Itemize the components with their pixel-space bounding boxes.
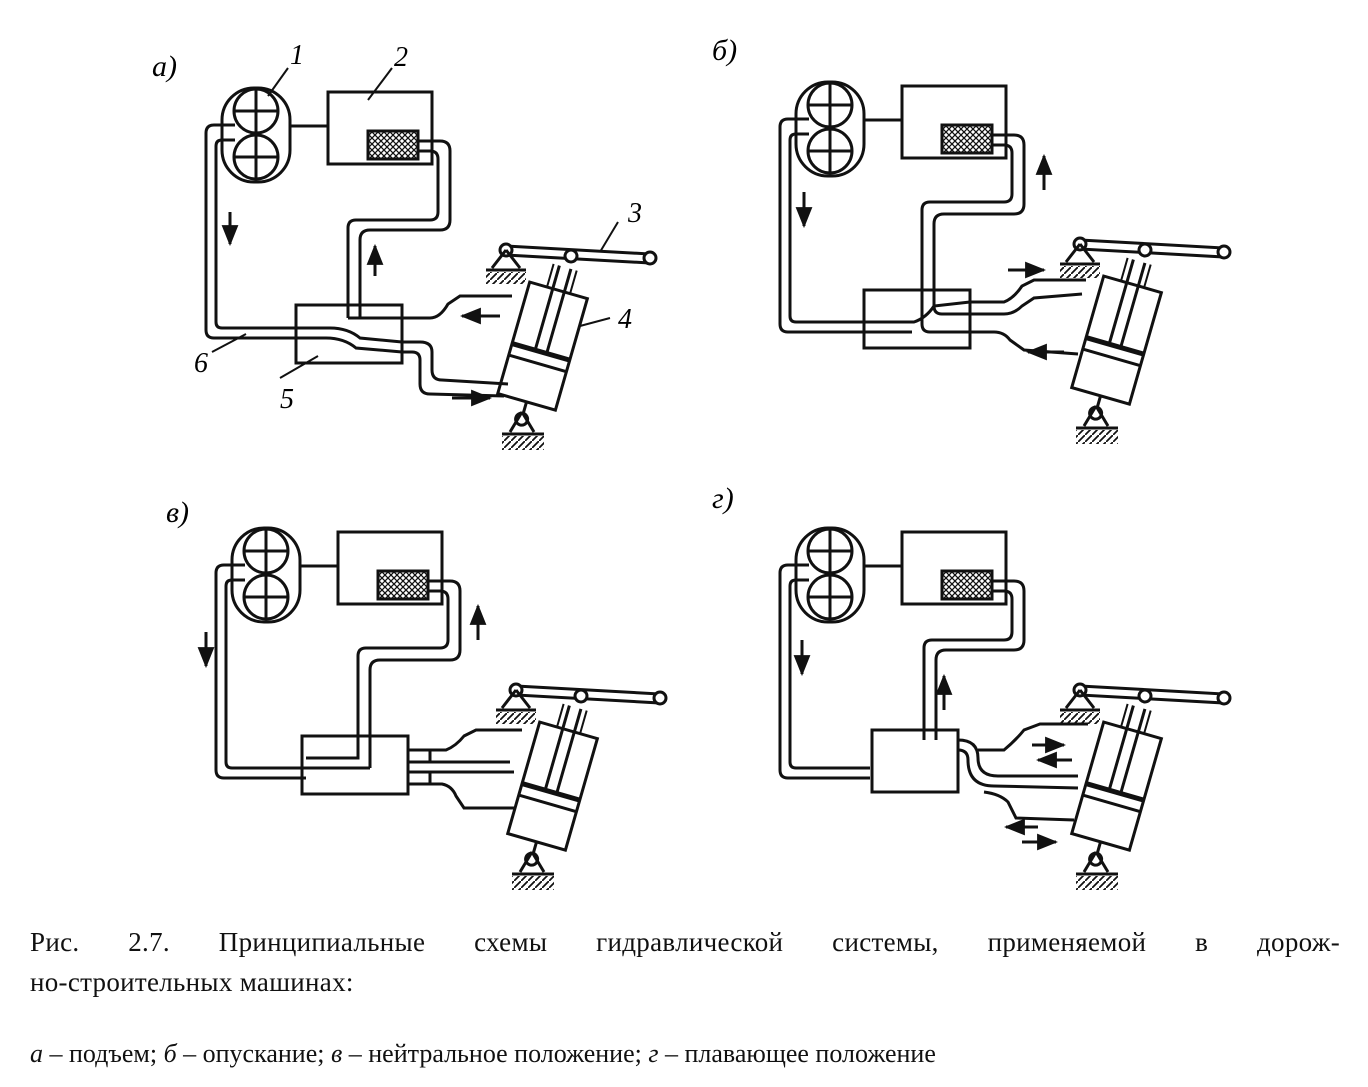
figure-caption-line-1: Рис. 2.7. Принципиальные схемы гидравлич… <box>30 927 1340 957</box>
part-number-5: 5 <box>280 384 294 415</box>
leader-lines <box>211 67 619 379</box>
panel-label: г) <box>712 482 734 515</box>
distributor-valve <box>300 734 410 796</box>
part-number-6: 6 <box>194 348 208 379</box>
legend-text-b: – опускание; <box>176 1039 331 1068</box>
panel-a: а) 1 2 3 4 5 6 <box>152 40 656 450</box>
part-number-4: 4 <box>618 304 632 335</box>
legend-key-v: в <box>330 1039 343 1068</box>
legend-key-b: б <box>163 1039 177 1068</box>
panel-b: б) <box>712 34 1230 444</box>
panel-g: г) <box>712 482 1230 890</box>
legend-text-a: – подъем; <box>43 1039 164 1068</box>
legend-text-v: – нейтральное положение; <box>342 1039 649 1068</box>
legend-key-a: а <box>30 1039 43 1068</box>
part-number-1: 1 <box>290 40 304 71</box>
panel-label: б) <box>712 34 737 67</box>
part-number-3: 3 <box>627 198 642 229</box>
figure-caption-line-2: но-строительных машинах: <box>30 967 354 997</box>
hydraulic-schemes-diagram: а) 1 2 3 4 5 6 б <box>152 34 1368 900</box>
distributor-valve <box>862 288 972 350</box>
distributor-valve <box>870 728 960 794</box>
figure-legend: а – подъем; б – опускание; в – нейтральн… <box>30 1034 1350 1074</box>
panel-label: в) <box>166 496 189 529</box>
panel-v: в) <box>166 496 666 890</box>
part-number-2: 2 <box>394 42 408 73</box>
legend-key-g: г <box>648 1039 659 1068</box>
legend-text-g: – плавающее положение <box>658 1039 936 1068</box>
panel-label: а) <box>152 50 177 83</box>
